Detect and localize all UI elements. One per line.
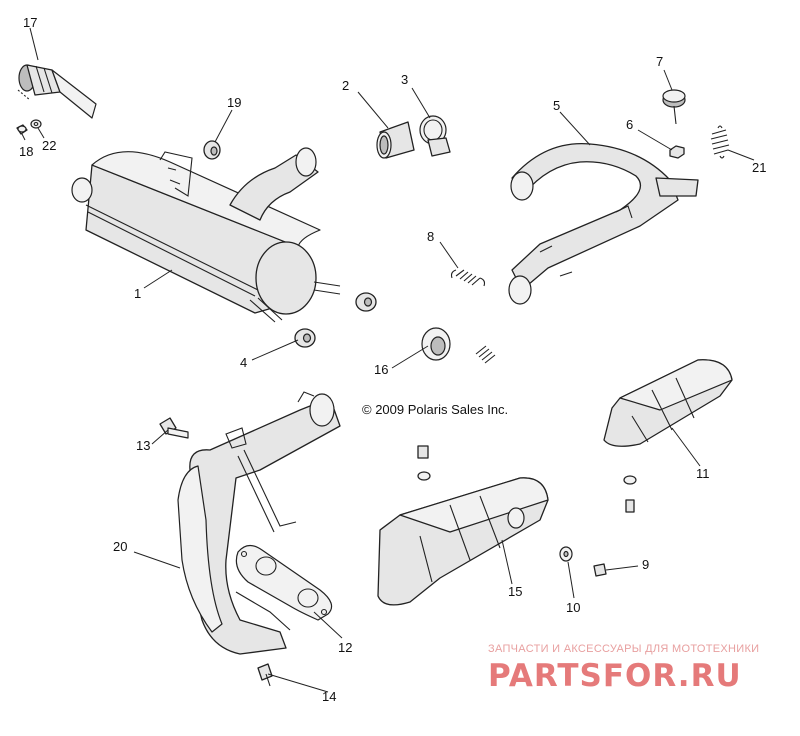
watermark-tagline: ЗАПЧАСТИ И АКСЕССУАРЫ ДЛЯ МОТОТЕХНИКИ bbox=[488, 643, 759, 655]
part-13-bolt bbox=[159, 417, 189, 439]
part-6-nut bbox=[669, 145, 685, 159]
part-10-washer bbox=[559, 546, 573, 562]
part-17-spark-arrestor bbox=[17, 64, 97, 119]
part-5-head-pipe bbox=[508, 142, 699, 305]
callout-6: 6 bbox=[626, 117, 633, 132]
part-18-screw bbox=[16, 124, 28, 135]
hardware-screw-15 bbox=[417, 445, 429, 459]
callout-15: 15 bbox=[508, 584, 522, 599]
callout-11: 11 bbox=[696, 466, 710, 481]
hardware-washer-11 bbox=[623, 475, 637, 485]
part-2-exhaust-seal bbox=[376, 121, 415, 159]
callout-labels: 17 18 22 19 1 2 3 5 7 6 21 8 4 16 13 20 … bbox=[19, 15, 766, 704]
copyright-notice: © 2009 Polaris Sales Inc. bbox=[362, 402, 508, 417]
callout-17: 17 bbox=[23, 15, 37, 30]
callout-4: 4 bbox=[240, 355, 247, 370]
callout-20: 20 bbox=[113, 539, 127, 554]
spring-small bbox=[475, 345, 496, 364]
callout-18: 18 bbox=[19, 144, 33, 159]
callout-9: 9 bbox=[642, 557, 649, 572]
callout-22: 22 bbox=[42, 138, 56, 153]
callout-7: 7 bbox=[656, 54, 663, 69]
callout-5: 5 bbox=[553, 98, 560, 113]
part-12-manifold-gasket bbox=[235, 544, 333, 621]
callout-1: 1 bbox=[134, 286, 141, 301]
hardware-screw-11 bbox=[625, 499, 635, 513]
part-15-heat-shield bbox=[377, 477, 549, 606]
leader-lines bbox=[21, 27, 755, 693]
callout-3: 3 bbox=[401, 72, 408, 87]
part-4-grommet bbox=[294, 328, 316, 348]
part-21-spring bbox=[710, 125, 730, 159]
part-7-rubber-bumper bbox=[662, 89, 686, 125]
part-16-seal-ring bbox=[421, 327, 451, 361]
callout-12: 12 bbox=[338, 640, 352, 655]
part-19-grommet bbox=[203, 140, 221, 160]
callout-8: 8 bbox=[427, 229, 434, 244]
part-11-heat-shield bbox=[603, 359, 733, 447]
part-14-stud bbox=[257, 663, 273, 687]
grommet-muffler-mount bbox=[355, 292, 377, 312]
part-20-exhaust-header bbox=[177, 391, 341, 655]
callout-21: 21 bbox=[752, 160, 766, 175]
callout-19: 19 bbox=[227, 95, 241, 110]
site-watermark: ЗАПЧАСТИ И АКСЕССУАРЫ ДЛЯ МОТОТЕХНИКИ PA… bbox=[488, 643, 759, 694]
part-8-spring bbox=[450, 269, 486, 287]
callout-10: 10 bbox=[566, 600, 580, 615]
callout-13: 13 bbox=[136, 438, 150, 453]
callout-2: 2 bbox=[342, 78, 349, 93]
callout-14: 14 bbox=[322, 689, 336, 704]
watermark-brand: PARTSFOR.RU bbox=[488, 658, 742, 694]
hardware-washer-15 bbox=[417, 471, 431, 481]
part-22-washer bbox=[30, 119, 42, 129]
part-1-muffler bbox=[71, 147, 341, 323]
part-9-screw bbox=[593, 563, 607, 577]
part-3-exhaust-clamp bbox=[419, 115, 451, 157]
callout-16: 16 bbox=[374, 362, 388, 377]
